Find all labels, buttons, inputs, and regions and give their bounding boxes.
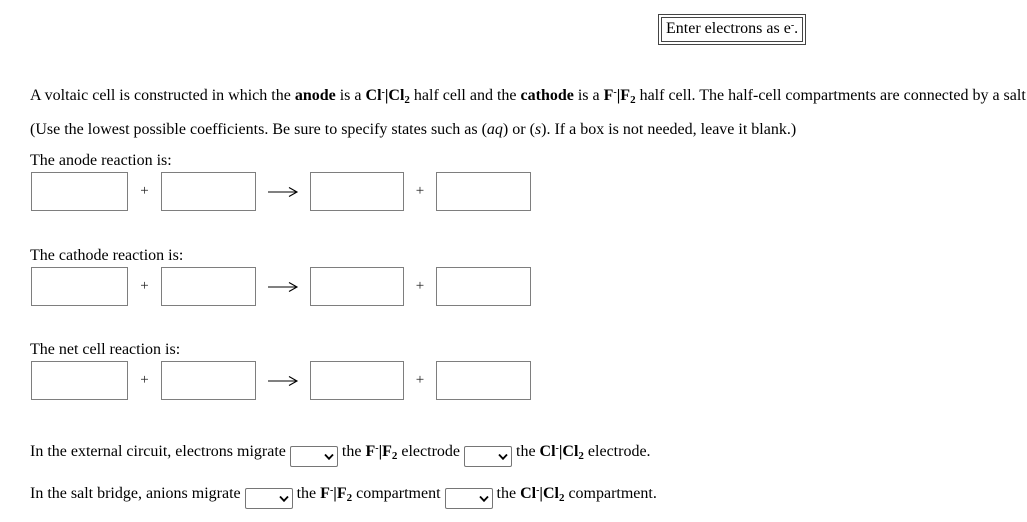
hint-superscript-minus: - xyxy=(790,20,795,31)
external-text-1: In the external circuit, electrons migra… xyxy=(30,443,290,460)
net-reaction-row: + + xyxy=(31,361,531,400)
salt-text-5: compartment. xyxy=(564,485,657,502)
anode-section-label: The anode reaction is: xyxy=(30,152,172,169)
formula-cl-cl2: Cl-|Cl2 xyxy=(365,87,410,106)
external-text-5: electrode. xyxy=(583,443,651,460)
net-section-label: The net cell reaction is: xyxy=(30,341,181,358)
hint-box: Enter electrons as e-. xyxy=(658,14,807,45)
net-product-1-input[interactable] xyxy=(310,361,404,400)
plus-operator: + xyxy=(415,372,425,388)
note-paragraph: (Use the lowest possible coefficients. B… xyxy=(30,120,796,139)
cathode-product-1-input[interactable] xyxy=(310,267,404,306)
anode-reaction-row: + + xyxy=(31,172,531,211)
formula-f-f2: F-|F2 xyxy=(365,443,398,462)
cathode-reaction-row: + + xyxy=(31,267,531,306)
note-text-3: ). If a box is not needed, leave it blan… xyxy=(541,121,797,138)
salt-text-2: the xyxy=(292,485,321,502)
plus-operator: + xyxy=(415,183,425,199)
electrons-migrate-cl-select-wrap xyxy=(464,446,512,467)
plus-operator: + xyxy=(415,278,425,294)
plus-operator: + xyxy=(140,372,149,388)
hint-period: . xyxy=(794,20,799,37)
formula-f-f2: F-|F2 xyxy=(603,87,636,106)
external-circuit-line: In the external circuit, electrons migra… xyxy=(30,438,651,467)
intro-paragraph: A voltaic cell is constructed in which t… xyxy=(30,83,1027,110)
note-text-1: (Use the lowest possible coefficients. B… xyxy=(30,121,487,138)
anions-migrate-cl-select-wrap xyxy=(444,488,493,509)
electrons-migrate-f-select-wrap xyxy=(289,446,338,467)
anode-reactant-2-input[interactable] xyxy=(161,172,256,211)
reaction-arrow-icon xyxy=(256,281,310,293)
hint-box-inner: Enter electrons as e-. xyxy=(661,17,804,42)
electrons-migrate-cl-select[interactable] xyxy=(464,446,512,467)
formula-cl-cl2: Cl-|Cl2 xyxy=(520,485,565,504)
state-s: s xyxy=(534,121,542,138)
reaction-arrow-icon xyxy=(256,186,310,198)
salt-text-4: the xyxy=(492,485,521,502)
intro-text-2: is a xyxy=(335,87,366,104)
hint-text: Enter electrons as e xyxy=(666,20,791,37)
cathode-reactant-1-input[interactable] xyxy=(31,267,128,306)
intro-text-5: half cell. The half-cell compartments ar… xyxy=(639,87,1027,104)
cathode-product-2-input[interactable] xyxy=(436,267,531,306)
cathode-section-label: The cathode reaction is: xyxy=(30,247,184,264)
cathode-reactant-2-input[interactable] xyxy=(161,267,256,306)
anions-migrate-f-select-wrap xyxy=(244,488,293,509)
net-reactant-2-input[interactable] xyxy=(161,361,256,400)
salt-text-1: In the salt bridge, anions migrate xyxy=(30,485,245,502)
state-aq: aq xyxy=(486,121,503,138)
external-text-4: the xyxy=(512,443,540,460)
anions-migrate-cl-select[interactable] xyxy=(444,488,493,509)
cathode-word: cathode xyxy=(520,87,574,104)
anions-migrate-f-select[interactable] xyxy=(244,488,293,509)
formula-f-f2: F-|F2 xyxy=(320,485,353,504)
plus-operator: + xyxy=(140,278,149,294)
reaction-arrow-icon xyxy=(256,375,310,387)
net-product-2-input[interactable] xyxy=(436,361,531,400)
external-text-3: electrode xyxy=(397,443,464,460)
intro-text-4: is a xyxy=(573,87,604,104)
plus-operator: + xyxy=(140,183,149,199)
intro-text-3: half cell and the xyxy=(409,87,521,104)
net-reactant-1-input[interactable] xyxy=(31,361,128,400)
anode-word: anode xyxy=(294,87,336,104)
salt-text-3: compartment xyxy=(352,485,445,502)
anode-product-1-input[interactable] xyxy=(310,172,404,211)
anode-reactant-1-input[interactable] xyxy=(31,172,128,211)
note-text-2: ) or ( xyxy=(502,121,535,138)
external-text-2: the xyxy=(337,443,366,460)
salt-bridge-line: In the salt bridge, anions migrate the F… xyxy=(30,480,657,509)
electrons-migrate-f-select[interactable] xyxy=(289,446,338,467)
anode-product-2-input[interactable] xyxy=(436,172,531,211)
intro-text-1: A voltaic cell is constructed in which t… xyxy=(30,87,295,104)
formula-cl-cl2: Cl-|Cl2 xyxy=(539,443,584,462)
